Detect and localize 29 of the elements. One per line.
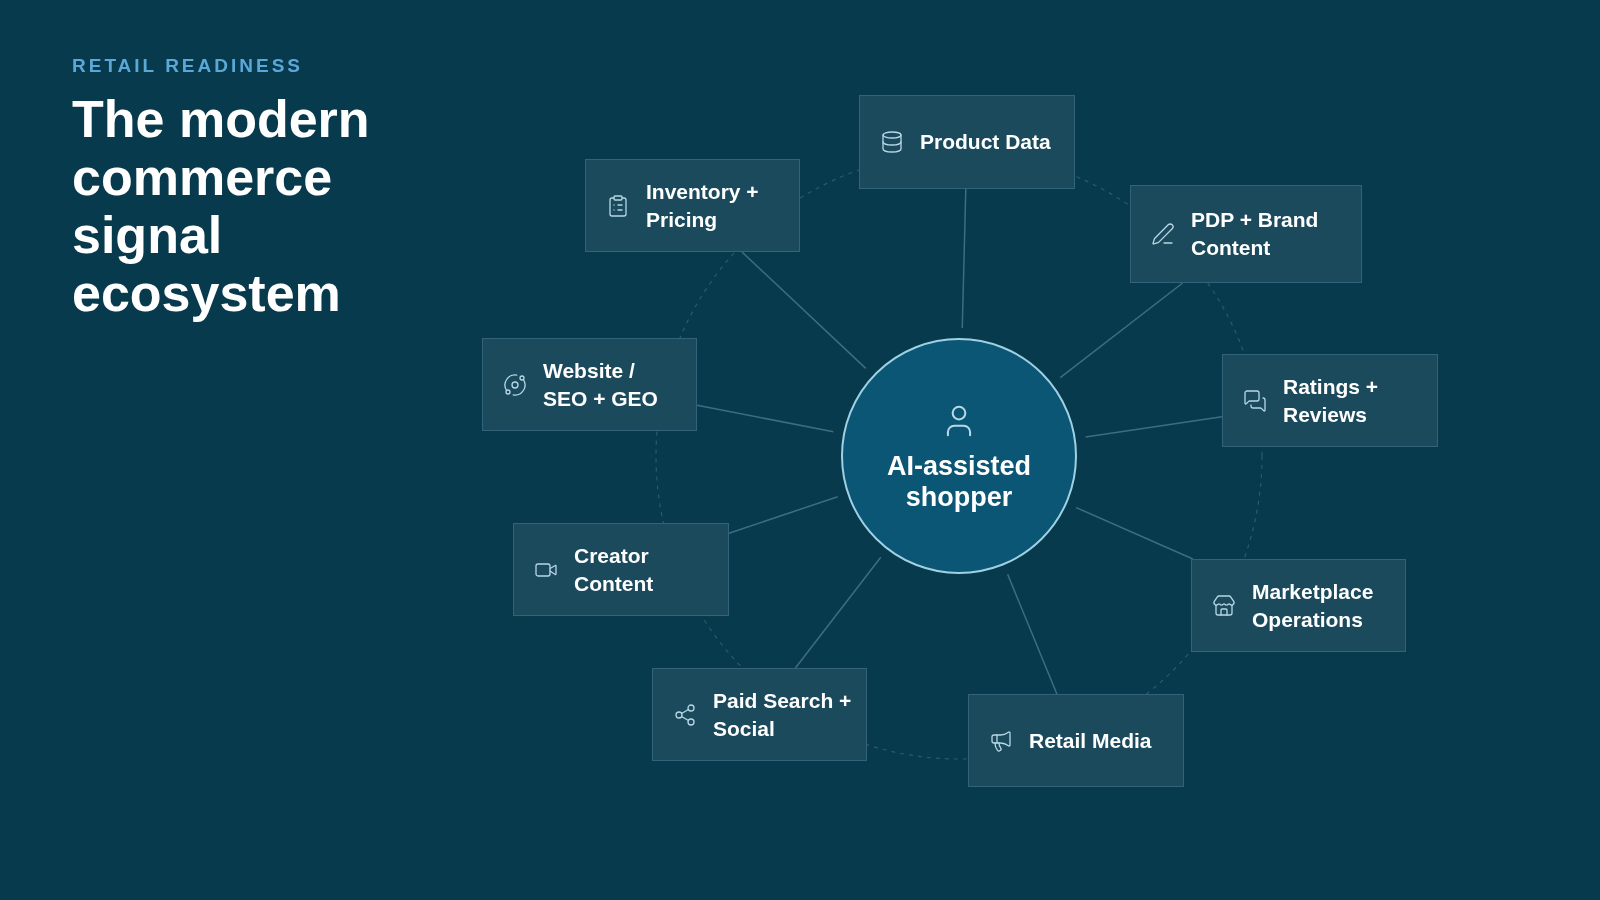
signal-card bbox=[513, 523, 729, 616]
connector-line bbox=[741, 251, 867, 370]
signal-card bbox=[1130, 185, 1362, 283]
connector-line bbox=[794, 556, 882, 669]
card-label: Creator Content bbox=[574, 542, 655, 597]
signal-card bbox=[1222, 354, 1438, 447]
connector-line bbox=[961, 188, 967, 329]
card-label: Retail Media bbox=[1029, 727, 1152, 754]
signal-card bbox=[585, 159, 800, 252]
card-label: Paid Search + Social bbox=[713, 687, 853, 742]
connector-line bbox=[728, 496, 839, 534]
eyebrow-label: RETAIL READINESS bbox=[72, 54, 303, 78]
card-label: Product Data bbox=[920, 129, 1051, 155]
signal-card bbox=[652, 668, 867, 761]
signal-card bbox=[482, 338, 697, 431]
signal-card bbox=[968, 694, 1184, 787]
connector-line bbox=[696, 404, 835, 433]
connector-line bbox=[1006, 573, 1058, 695]
title: The modern commerce signal ecosystem bbox=[72, 90, 371, 322]
signal-card bbox=[1191, 559, 1406, 652]
card-label: PDP + Brand Content bbox=[1191, 207, 1320, 261]
connector-line bbox=[1084, 415, 1223, 438]
connector-line bbox=[1059, 282, 1184, 379]
signal-card bbox=[859, 95, 1075, 189]
card-label: Ratings + Reviews bbox=[1283, 373, 1380, 428]
hub-label: AI-assisted shopper bbox=[885, 451, 1033, 513]
card-label: Website / SEO + GEO bbox=[543, 357, 659, 412]
card-label: Inventory + Pricing bbox=[646, 178, 760, 233]
card-label: Marketplace Operations bbox=[1252, 578, 1375, 633]
